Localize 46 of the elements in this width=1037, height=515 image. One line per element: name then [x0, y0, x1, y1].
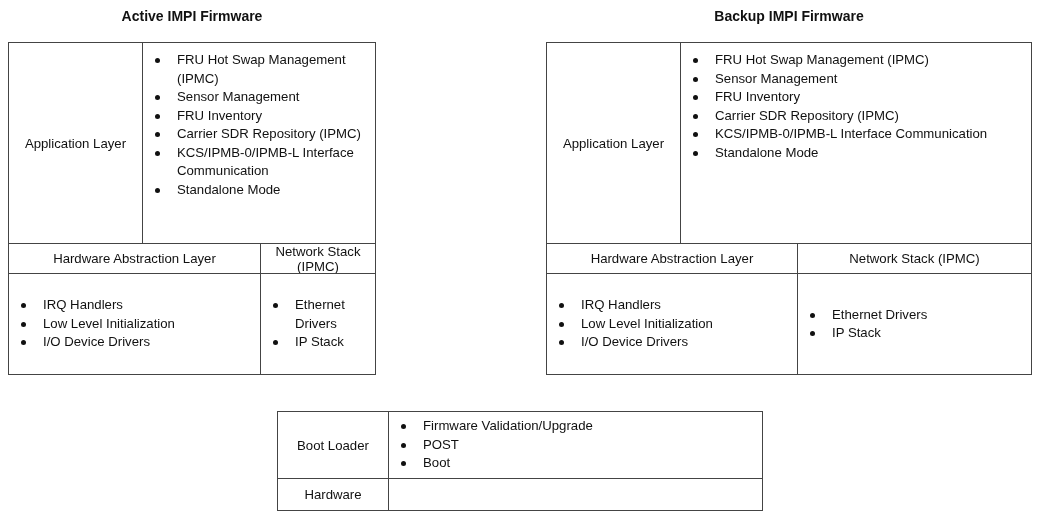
bullet-item: Sensor Management	[177, 88, 369, 107]
layer-cell	[277, 411, 389, 479]
layer-label: Hardware Abstraction Layer	[589, 251, 755, 266]
bullet-item: I/O Device Drivers	[581, 333, 713, 352]
bullet-item: I/O Device Drivers	[43, 333, 175, 352]
bullet-item: POST	[423, 435, 593, 455]
layer-cell	[8, 42, 143, 244]
bullet-item: Low Level Initialization	[581, 314, 713, 334]
layer-cell	[277, 478, 389, 511]
bullet-item: Ethernet Drivers	[295, 296, 369, 334]
layer-label: Hardware	[303, 487, 363, 502]
layer-label: Application Layer	[561, 135, 666, 151]
bullet-item: FRU Hot Swap Management (IPMC)	[715, 51, 988, 70]
bullet-item: Boot	[423, 454, 593, 473]
list-cell	[546, 273, 798, 375]
bullet-item: Sensor Management	[715, 69, 988, 88]
layer-label: Hardware Abstraction Layer	[52, 251, 217, 266]
layer-label: Network Stack (IPMC)	[848, 251, 981, 266]
bullet-item: Carrier SDR Repository (IPMC)	[177, 125, 369, 144]
list-cell	[797, 273, 1032, 375]
bullet-item: IRQ Handlers	[43, 296, 175, 315]
bullet-item: Standalone Mode	[715, 143, 988, 162]
layer-label: Boot Loader	[296, 437, 370, 453]
bullet-item: FRU Inventory	[715, 88, 988, 107]
bullet-item: Low Level Initialization	[43, 314, 175, 334]
bullet-item: KCS/IPMB-0/IPMB-L Interface Communication	[715, 125, 988, 144]
bullet-item: Standalone Mode	[177, 180, 369, 199]
layer-cell	[546, 42, 681, 244]
list-cell	[260, 273, 376, 375]
bullet-item: IP Stack	[832, 324, 928, 343]
bullet-item: IP Stack	[295, 333, 369, 352]
list-cell	[388, 411, 763, 479]
layer-label: Application Layer	[23, 135, 128, 151]
panel-title: Backup IMPI Firmware	[713, 8, 865, 24]
list-cell	[680, 42, 1032, 244]
panel-title: Active IMPI Firmware	[120, 8, 264, 24]
bullet-item: Carrier SDR Repository (IPMC)	[715, 106, 988, 125]
list-cell	[8, 273, 261, 375]
list-cell	[142, 42, 376, 244]
bullet-item: Firmware Validation/Upgrade	[423, 417, 593, 436]
bullet-item: IRQ Handlers	[581, 296, 713, 315]
bullet-item: FRU Hot Swap Management (IPMC)	[177, 51, 369, 88]
bullet-item: Ethernet Drivers	[832, 305, 928, 324]
bullet-item: FRU Inventory	[177, 106, 369, 125]
bullet-item: KCS/IPMB-0/IPMB-L Interface Communication	[177, 143, 369, 181]
layer-label: Network Stack (IPMC)	[274, 243, 362, 274]
